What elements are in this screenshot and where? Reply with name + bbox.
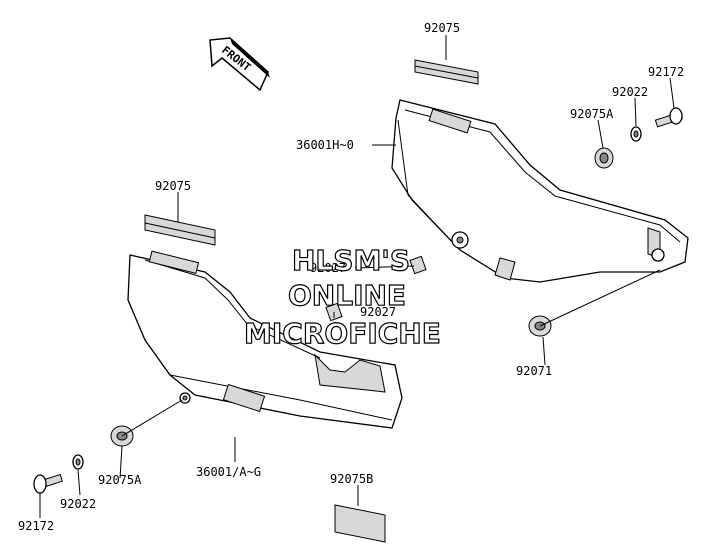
label-92075-left: 92075 [155,179,191,193]
label-92075B: 92075B [330,472,373,486]
bolt-92172-right [654,107,683,128]
watermark: HLSM'S ONLINE MICROFICHE [243,243,441,350]
front-arrow-icon: FRONT [209,37,270,92]
watermark-line-2: ONLINE [288,279,406,312]
label-92022-right: 92022 [612,85,648,99]
left-side-cover [127,250,403,429]
leader-lines [39,35,675,518]
pad-92075B [334,504,386,543]
label-92075A-left: 92075A [98,473,142,487]
bolt-92172-left [33,473,63,494]
label-92027-b: 92027 [360,305,396,319]
label-92075-top: 92075 [424,21,460,35]
watermark-line-1: HLSM'S [292,244,410,277]
label-92075A-right: 92075A [570,107,614,121]
washer-92022-right [630,126,642,142]
label-36001H: 36001H~0 [296,138,354,152]
label-92172-right: 92172 [648,65,684,79]
label-92172-left: 92172 [18,519,54,533]
label-92027-a: 92027 [310,261,346,275]
label-92071: 92071 [516,364,552,378]
watermark-line-3: MICROFICHE [244,317,441,350]
label-36001A: 36001/A~G [196,465,261,479]
grommet-92075A-right [594,147,614,169]
label-92022-left: 92022 [60,497,96,511]
pad-92075-left [144,214,216,246]
washer-92022-left [72,454,84,470]
pad-92075-top [414,59,479,85]
collar-92027-a [409,255,427,275]
right-side-cover [391,99,689,283]
